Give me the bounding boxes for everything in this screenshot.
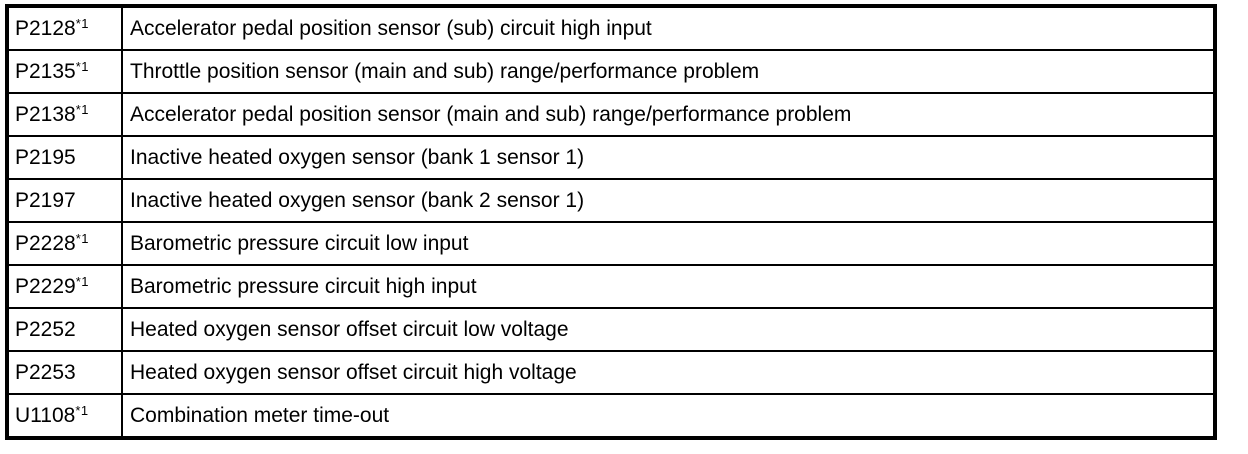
dtc-code-cell: P2253 — [6, 350, 123, 395]
dtc-description: Barometric pressure circuit low input — [130, 231, 469, 255]
dtc-code-cell: P2197 — [6, 178, 123, 223]
dtc-description-cell: Throttle position sensor (main and sub) … — [121, 49, 1216, 94]
dtc-code: P2138 — [15, 102, 76, 126]
dtc-code: P2229 — [15, 274, 76, 298]
dtc-code-cell: P2135*1 — [6, 49, 123, 94]
dtc-description: Heated oxygen sensor offset circuit low … — [130, 317, 569, 341]
table-row: P2228*1 Barometric pressure circuit low … — [6, 221, 1216, 266]
dtc-code-cell: P2228*1 — [6, 221, 123, 266]
dtc-description: Heated oxygen sensor offset circuit high… — [130, 360, 577, 384]
dtc-code: P2195 — [15, 145, 76, 169]
dtc-description: Inactive heated oxygen sensor (bank 1 se… — [130, 145, 585, 169]
table-row: P2197 Inactive heated oxygen sensor (ban… — [6, 178, 1216, 223]
dtc-description-cell: Barometric pressure circuit high input — [121, 264, 1216, 309]
table-row: P2229*1 Barometric pressure circuit high… — [6, 264, 1216, 309]
dtc-code-cell: P2195 — [6, 135, 123, 180]
dtc-code-cell: P2138*1 — [6, 92, 123, 137]
table-row: U1108*1 Combination meter time-out — [6, 393, 1216, 439]
dtc-description: Accelerator pedal position sensor (sub) … — [130, 16, 652, 40]
dtc-description: Inactive heated oxygen sensor (bank 2 se… — [130, 188, 585, 212]
dtc-code: P2135 — [15, 59, 76, 83]
dtc-description: Throttle position sensor (main and sub) … — [130, 59, 760, 83]
dtc-code: P2253 — [15, 360, 76, 384]
table-row: P2135*1 Throttle position sensor (main a… — [6, 49, 1216, 94]
dtc-code-sup: *1 — [75, 15, 90, 31]
dtc-code-cell: U1108*1 — [6, 393, 123, 439]
dtc-code-sup: *1 — [75, 230, 90, 246]
table-row: P2252 Heated oxygen sensor offset circui… — [6, 307, 1216, 352]
table-row: P2195 Inactive heated oxygen sensor (ban… — [6, 135, 1216, 180]
dtc-description: Accelerator pedal position sensor (main … — [130, 102, 852, 126]
dtc-code-sup: *1 — [75, 58, 90, 74]
dtc-description-cell: Accelerator pedal position sensor (sub) … — [121, 5, 1216, 51]
dtc-description-cell: Accelerator pedal position sensor (main … — [121, 92, 1216, 137]
dtc-code: P2252 — [15, 317, 76, 341]
dtc-code-sup: *1 — [75, 101, 90, 117]
dtc-code: P2228 — [15, 231, 76, 255]
dtc-code-sup: *1 — [75, 273, 90, 289]
dtc-code: U1108 — [15, 403, 76, 427]
dtc-code-cell: P2229*1 — [6, 264, 123, 309]
dtc-table-body: P2128*1 Accelerator pedal position senso… — [6, 5, 1216, 439]
dtc-table: P2128*1 Accelerator pedal position senso… — [5, 4, 1217, 440]
dtc-description-cell: Heated oxygen sensor offset circuit low … — [121, 307, 1216, 352]
table-row: P2128*1 Accelerator pedal position senso… — [6, 5, 1216, 51]
dtc-description: Barometric pressure circuit high input — [130, 274, 477, 298]
dtc-code-cell: P2252 — [6, 307, 123, 352]
dtc-description-cell: Barometric pressure circuit low input — [121, 221, 1216, 266]
dtc-code-cell: P2128*1 — [6, 5, 123, 51]
dtc-description-cell: Heated oxygen sensor offset circuit high… — [121, 350, 1216, 395]
dtc-description-cell: Inactive heated oxygen sensor (bank 1 se… — [121, 135, 1216, 180]
dtc-description-cell: Inactive heated oxygen sensor (bank 2 se… — [121, 178, 1216, 223]
table-row: P2253 Heated oxygen sensor offset circui… — [6, 350, 1216, 395]
dtc-description: Combination meter time-out — [130, 403, 390, 427]
table-row: P2138*1 Accelerator pedal position senso… — [6, 92, 1216, 137]
dtc-code: P2128 — [15, 16, 76, 40]
dtc-code: P2197 — [15, 188, 76, 212]
dtc-code-sup: *1 — [75, 402, 89, 418]
dtc-description-cell: Combination meter time-out — [121, 393, 1216, 439]
